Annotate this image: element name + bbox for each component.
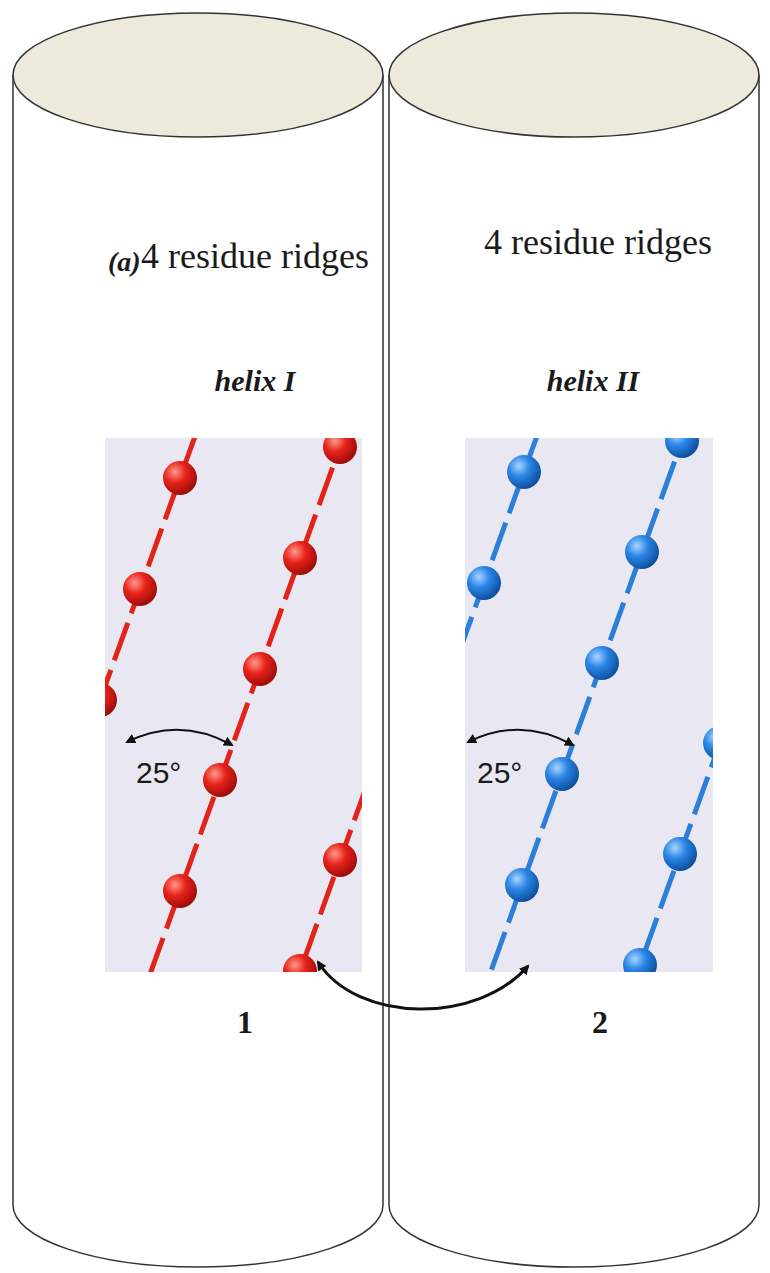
ridge-line bbox=[105, 438, 362, 972]
residue-ball bbox=[585, 646, 619, 680]
helix-caption: 4 residue ridges bbox=[478, 220, 718, 264]
panel-number: 1 bbox=[237, 1004, 253, 1041]
ridge-line bbox=[105, 438, 220, 972]
residue-ball bbox=[665, 438, 699, 458]
residue-ball bbox=[203, 763, 237, 797]
residue-ball bbox=[623, 948, 657, 972]
panel-number: 2 bbox=[592, 1004, 608, 1041]
swap-arrow bbox=[318, 962, 528, 1009]
residue-ball bbox=[163, 874, 197, 908]
residue-ball bbox=[123, 572, 157, 606]
panel-ground bbox=[105, 438, 362, 972]
residue-ball bbox=[505, 868, 539, 902]
ridge-line bbox=[558, 438, 713, 972]
residue-ball bbox=[545, 757, 579, 791]
residue-ball bbox=[467, 566, 501, 600]
angle-label: 25° bbox=[477, 756, 522, 790]
ridge-line bbox=[465, 438, 566, 972]
residue-ball bbox=[507, 455, 541, 489]
residue-ball bbox=[323, 843, 357, 877]
angle-label: 25° bbox=[136, 756, 181, 790]
residue-ball bbox=[625, 535, 659, 569]
ridge-line bbox=[105, 438, 362, 972]
angle-arc bbox=[127, 730, 232, 745]
residue-ball bbox=[283, 541, 317, 575]
helix-name: helix II bbox=[547, 364, 640, 398]
residue-ball bbox=[323, 438, 357, 464]
ridge-line bbox=[220, 438, 362, 972]
residue-ball bbox=[243, 652, 277, 686]
residue-ball bbox=[283, 954, 317, 972]
panel-letter: (a) bbox=[108, 246, 141, 278]
residue-ball bbox=[663, 837, 697, 871]
ridge-line bbox=[465, 438, 713, 972]
helix-name: helix I bbox=[215, 364, 296, 398]
residue-ball bbox=[163, 461, 197, 495]
angle-arc bbox=[468, 730, 573, 745]
ridge-line bbox=[465, 438, 684, 972]
ridge-line bbox=[465, 438, 713, 972]
residue-ball bbox=[105, 683, 117, 717]
helix-caption: 4 residue ridges bbox=[135, 234, 375, 278]
ridge-line bbox=[105, 438, 340, 972]
residue-ball bbox=[703, 726, 713, 760]
